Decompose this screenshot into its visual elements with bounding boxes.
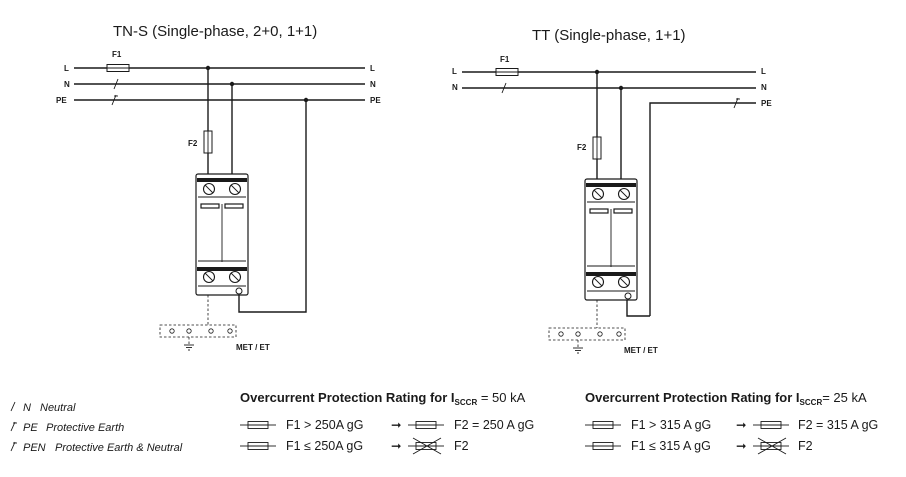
pe-line-label-left: PE xyxy=(56,96,67,105)
rule1-f2: F2 = 250 A gG xyxy=(454,418,534,432)
fuse-symbol-f1-tt xyxy=(584,421,622,429)
arrow-icon-b: ➞ xyxy=(391,439,401,453)
neutral-tick xyxy=(113,78,119,90)
l-line-label-left: L xyxy=(64,64,69,73)
svg-text:PEN: PEN xyxy=(23,442,46,454)
legend-item-neutral: N Neutral xyxy=(10,401,76,414)
svg-text:Neutral: Neutral xyxy=(40,402,76,414)
met-et-label-tt: MET / ET xyxy=(624,346,658,355)
earth-bar-tt xyxy=(548,327,626,354)
rule2-f1-tt: F1 ≤ 315 A gG xyxy=(631,439,711,453)
tt-title: TT (Single-phase, 1+1) xyxy=(532,27,686,44)
rating-table-25ka: Overcurrent Protection Rating for ISCCR=… xyxy=(584,390,878,455)
pe-tick-tt xyxy=(733,97,739,109)
n-line-label-left-tt: N xyxy=(452,83,458,92)
rule1-f1-tt: F1 > 315 A gG xyxy=(631,418,711,432)
neutral-tick-tt xyxy=(501,82,507,94)
arrow-icon: ➞ xyxy=(391,418,401,432)
surge-protective-device-tt xyxy=(584,178,638,301)
f1-label-tt: F1 xyxy=(500,55,510,64)
rating-heading-50ka: Overcurrent Protection Rating for ISCCR … xyxy=(240,390,526,407)
tt-diagram: TT (Single-phase, 1+1) L N L N PE F1 F2 … xyxy=(452,27,772,355)
fuse-symbol-f2-tt-crossed xyxy=(752,442,790,450)
rule2-f2: F2 xyxy=(454,439,469,453)
rating-heading-25ka: Overcurrent Protection Rating for ISCCR=… xyxy=(585,390,867,407)
rule2-f2-tt: F2 xyxy=(798,439,813,453)
l-line-label-right: L xyxy=(370,64,375,73)
svg-text:N: N xyxy=(23,402,31,414)
n-line-label-left: N xyxy=(64,80,70,89)
fuse-symbol-f2-crossed xyxy=(407,442,445,450)
pe-connection-wire xyxy=(238,100,307,313)
arrow-icon-tt: ➞ xyxy=(736,418,746,432)
arrow-icon-tt-b: ➞ xyxy=(736,439,746,453)
legend: N Neutral PE Protective Earth PEN Protec… xyxy=(10,401,183,454)
svg-text:Protective Earth: Protective Earth xyxy=(46,422,124,434)
pe-line-label-right: PE xyxy=(370,96,381,105)
svg-text:PE: PE xyxy=(23,422,38,434)
pe-line-label-right-tt: PE xyxy=(761,99,772,108)
rule1-f2-tt: F2 = 315 A gG xyxy=(798,418,878,432)
l-line-label-right-tt: L xyxy=(761,67,766,76)
met-et-label: MET / ET xyxy=(236,343,270,352)
fuse-symbol-f1 xyxy=(239,421,277,429)
n-line-label-right: N xyxy=(370,80,376,89)
earth-bar xyxy=(159,324,237,351)
f2-label: F2 xyxy=(188,139,198,148)
tn-s-title: TN-S (Single-phase, 2+0, 1+1) xyxy=(113,23,317,40)
rule1-f1: F1 > 250A gG xyxy=(286,418,363,432)
pe-tick xyxy=(111,94,117,106)
tn-s-diagram: TN-S (Single-phase, 2+0, 1+1) L N PE L N… xyxy=(56,23,381,352)
n-line-label-right-tt: N xyxy=(761,83,767,92)
rating-table-50ka: Overcurrent Protection Rating for ISCCR … xyxy=(239,390,534,455)
f2-label-tt: F2 xyxy=(577,143,587,152)
legend-item-pe: PE Protective Earth xyxy=(10,421,124,434)
svg-text:Protective Earth & Neutral: Protective Earth & Neutral xyxy=(55,442,183,454)
f1-label: F1 xyxy=(112,50,122,59)
fuse-symbol-f1-tt-b xyxy=(584,442,622,450)
l-line-label-left-tt: L xyxy=(452,67,457,76)
fuse-symbol-f1-b xyxy=(239,442,277,450)
pe-conductor-tt xyxy=(649,102,756,316)
legend-item-pen: PEN Protective Earth & Neutral xyxy=(10,441,183,454)
fuse-symbol-f2 xyxy=(407,421,445,429)
fuse-symbol-f2-tt xyxy=(752,421,790,429)
surge-protective-device xyxy=(195,173,249,296)
rule2-f1: F1 ≤ 250A gG xyxy=(286,439,363,453)
